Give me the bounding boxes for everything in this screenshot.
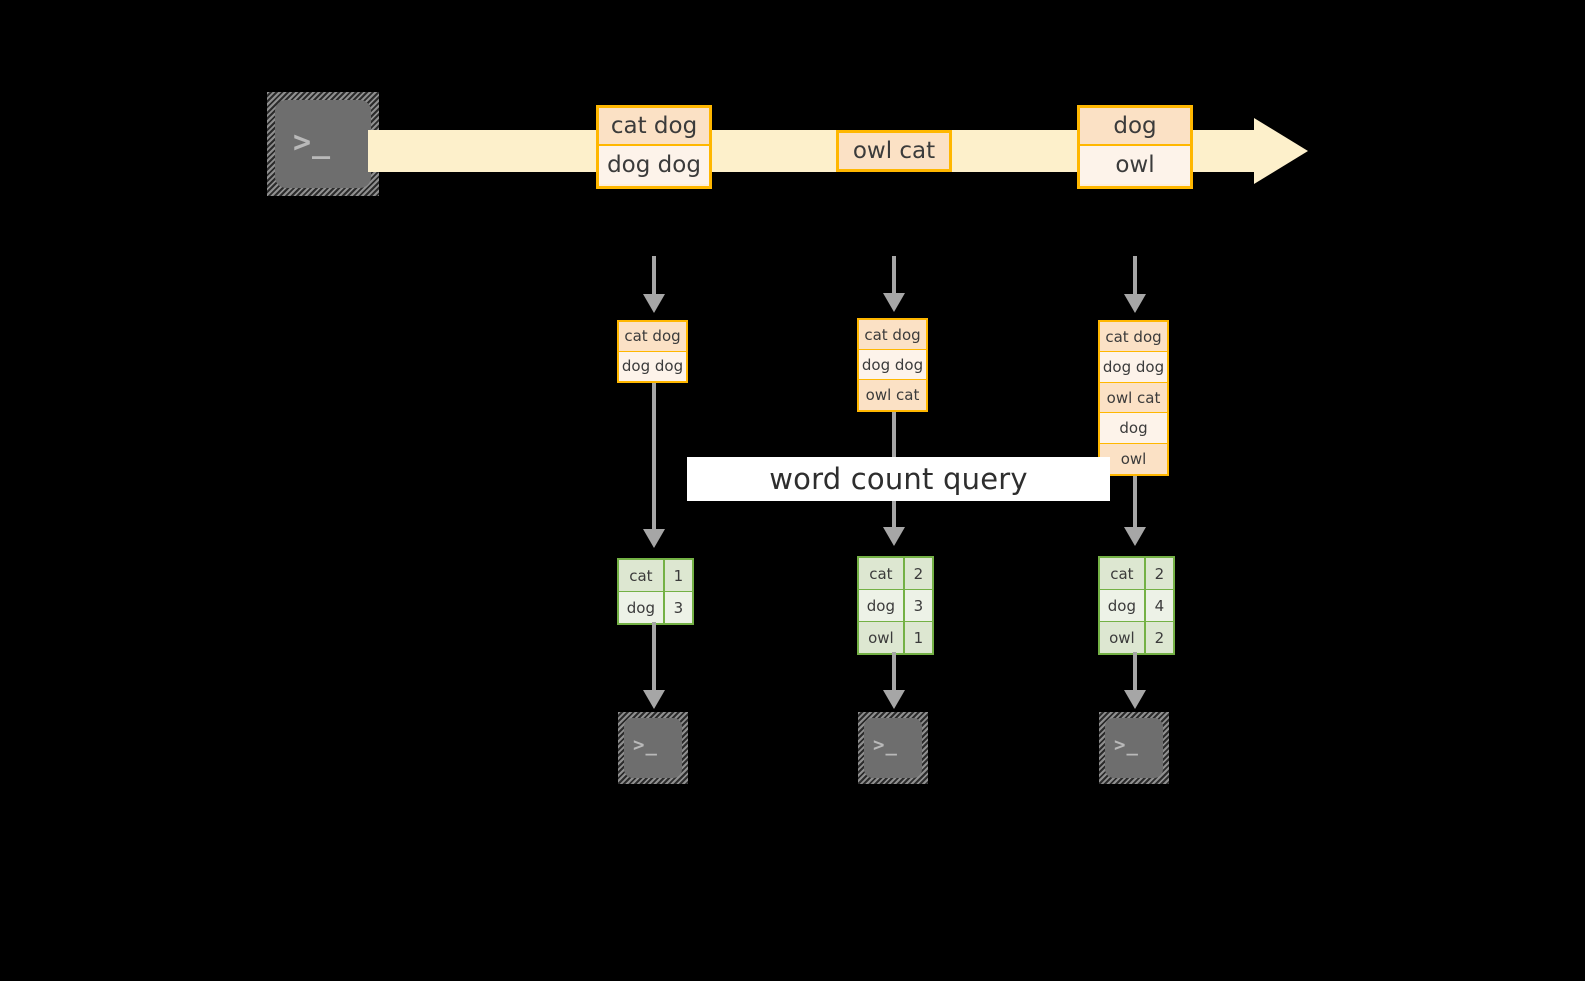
snapshot-3-result-table: cat 2 dog 4 owl 2 <box>1098 556 1175 655</box>
stack-message: dog <box>1100 413 1167 444</box>
snapshot-1-query-arrowhead <box>643 529 665 548</box>
result-word: cat <box>1100 558 1146 589</box>
result-count: 2 <box>1145 622 1173 653</box>
result-count: 2 <box>1145 558 1173 589</box>
table-row: owl 2 <box>1100 622 1173 653</box>
snapshot-1-query-connector <box>652 383 656 531</box>
snapshot-1-message-stack: cat dog dog dog <box>617 320 688 383</box>
query-label-band: word count query <box>687 457 1110 501</box>
snapshot-3-message-stack: cat dog dog dog owl cat dog owl <box>1098 320 1169 476</box>
timeline-message-2: owl cat <box>836 130 952 172</box>
timeline-message-line: owl cat <box>839 133 949 169</box>
stack-message: dog dog <box>859 350 926 381</box>
query-label-text: word count query <box>769 462 1028 496</box>
stack-message: cat dog <box>1100 322 1167 353</box>
snapshot-2-message-stack: cat dog dog dog owl cat <box>857 318 928 412</box>
timeline-arrowhead <box>1254 118 1308 184</box>
timeline-message-line: cat dog <box>599 108 709 146</box>
timeline-message-1: cat dog dog dog <box>596 105 712 189</box>
result-count: 1 <box>904 622 932 653</box>
stack-message: dog dog <box>619 351 686 381</box>
terminal-screen <box>1105 718 1163 778</box>
table-row: cat 1 <box>619 560 692 592</box>
source-terminal-icon: >_ <box>267 92 379 196</box>
timeline-message-line: dog dog <box>599 146 709 184</box>
result-word: dog <box>1100 590 1146 621</box>
table-row: cat 2 <box>1100 558 1173 590</box>
result-word: owl <box>1100 622 1146 653</box>
timeline-message-line: dog <box>1080 108 1190 146</box>
snapshot-2-sink-arrowhead <box>883 690 905 709</box>
stack-message: dog dog <box>1100 352 1167 383</box>
result-count: 4 <box>1145 590 1173 621</box>
result-count: 2 <box>904 558 932 589</box>
snapshot-1-ingest-arrowhead <box>643 294 665 313</box>
snapshot-2-sink-connector <box>892 652 896 692</box>
snapshot-2-result-table: cat 2 dog 3 owl 1 <box>857 556 934 655</box>
table-row: dog 4 <box>1100 590 1173 622</box>
terminal-screen <box>864 718 922 778</box>
snapshot-1-result-table: cat 1 dog 3 <box>617 558 694 625</box>
result-count: 3 <box>904 590 932 621</box>
snapshot-2-sink-terminal-icon: >_ <box>858 712 928 784</box>
table-row: dog 3 <box>859 590 932 622</box>
stack-message: cat dog <box>859 320 926 351</box>
stack-message: owl cat <box>1100 382 1167 414</box>
snapshot-3-ingest-arrowhead <box>1124 294 1146 313</box>
snapshot-1-ingest-connector <box>652 256 656 296</box>
terminal-prompt-glyph: >_ <box>293 125 332 160</box>
snapshot-3-sink-terminal-icon: >_ <box>1099 712 1169 784</box>
result-word: dog <box>619 592 665 623</box>
terminal-prompt-glyph: >_ <box>633 734 658 756</box>
terminal-prompt-glyph: >_ <box>873 734 898 756</box>
stack-message: owl <box>1100 443 1167 474</box>
snapshot-3-sink-connector <box>1133 652 1137 692</box>
snapshot-1-sink-connector <box>652 622 656 692</box>
timeline-message-line: owl <box>1080 146 1190 184</box>
result-word: cat <box>859 558 905 589</box>
snapshot-1-sink-terminal-icon: >_ <box>618 712 688 784</box>
terminal-screen <box>624 718 682 778</box>
snapshot-3-query-arrowhead <box>1124 527 1146 546</box>
snapshot-2-query-arrowhead <box>883 527 905 546</box>
snapshot-2-ingest-arrowhead <box>883 293 905 312</box>
result-count: 1 <box>664 560 692 591</box>
stack-message: cat dog <box>619 322 686 352</box>
timeline-message-3: dog owl <box>1077 105 1193 189</box>
snapshot-3-query-connector <box>1133 476 1137 529</box>
result-count: 3 <box>664 592 692 623</box>
result-word: dog <box>859 590 905 621</box>
terminal-screen <box>275 100 371 188</box>
table-row: dog 3 <box>619 592 692 623</box>
result-word: cat <box>619 560 665 591</box>
result-word: owl <box>859 622 905 653</box>
stack-message: owl cat <box>859 380 926 410</box>
snapshot-3-ingest-connector <box>1133 256 1137 296</box>
snapshot-3-sink-arrowhead <box>1124 690 1146 709</box>
table-row: cat 2 <box>859 558 932 590</box>
table-row: owl 1 <box>859 622 932 653</box>
terminal-prompt-glyph: >_ <box>1114 734 1139 756</box>
snapshot-2-ingest-connector <box>892 256 896 296</box>
snapshot-1-sink-arrowhead <box>643 690 665 709</box>
